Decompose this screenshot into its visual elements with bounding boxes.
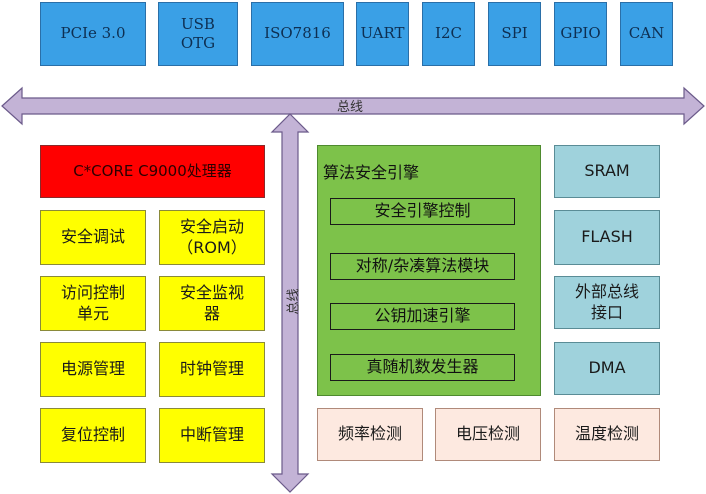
block-dma: DMA (554, 342, 660, 395)
interface-gpio: GPIO (554, 2, 607, 66)
vertical-bus-label: 总线 (286, 288, 302, 315)
block-voltage-detection: 电压检测 (435, 408, 541, 461)
block-power-management: 电源管理 (40, 342, 146, 397)
block-security-monitor: 安全监视 器 (159, 276, 265, 331)
processor-block: C*CORE C9000处理器 (40, 145, 265, 198)
block-secure-boot: 安全启动 （ROM） (159, 210, 265, 265)
block-external-bus-interface: 外部总线 接口 (554, 276, 660, 329)
interface-pcie: PCIe 3.0 (40, 2, 146, 66)
interface-spi: SPI (488, 2, 541, 66)
block-access-control: 访问控制 单元 (40, 276, 146, 331)
horizontal-bus-label: 总线 (337, 100, 364, 115)
crypto-public-key-engine: 公钥加速引擎 (330, 303, 515, 330)
block-frequency-detection: 频率检测 (317, 408, 423, 461)
crypto-engine-title: 算法安全引擎 (323, 163, 420, 182)
crypto-symmetric-hash-module: 对称/杂凑算法模块 (330, 253, 515, 280)
block-flash: FLASH (554, 210, 660, 265)
interface-uart: UART (356, 2, 409, 66)
horizontal-bus-arrow (1, 86, 705, 126)
block-reset-control: 复位控制 (40, 408, 146, 463)
block-secure-debug: 安全调试 (40, 210, 146, 265)
block-clock-management: 时钟管理 (159, 342, 265, 397)
block-interrupt-management: 中断管理 (159, 408, 265, 463)
crypto-trng: 真随机数发生器 (330, 354, 515, 381)
interface-i2c: I2C (422, 2, 475, 66)
block-sram: SRAM (554, 145, 660, 198)
vertical-bus-arrow (270, 113, 310, 493)
block-temperature-detection: 温度检测 (554, 408, 660, 461)
crypto-engine-control: 安全引擎控制 (330, 198, 515, 225)
interface-can: CAN (620, 2, 673, 66)
interface-iso7816: ISO7816 (251, 2, 344, 66)
interface-usb-otg: USB OTG (158, 2, 238, 66)
